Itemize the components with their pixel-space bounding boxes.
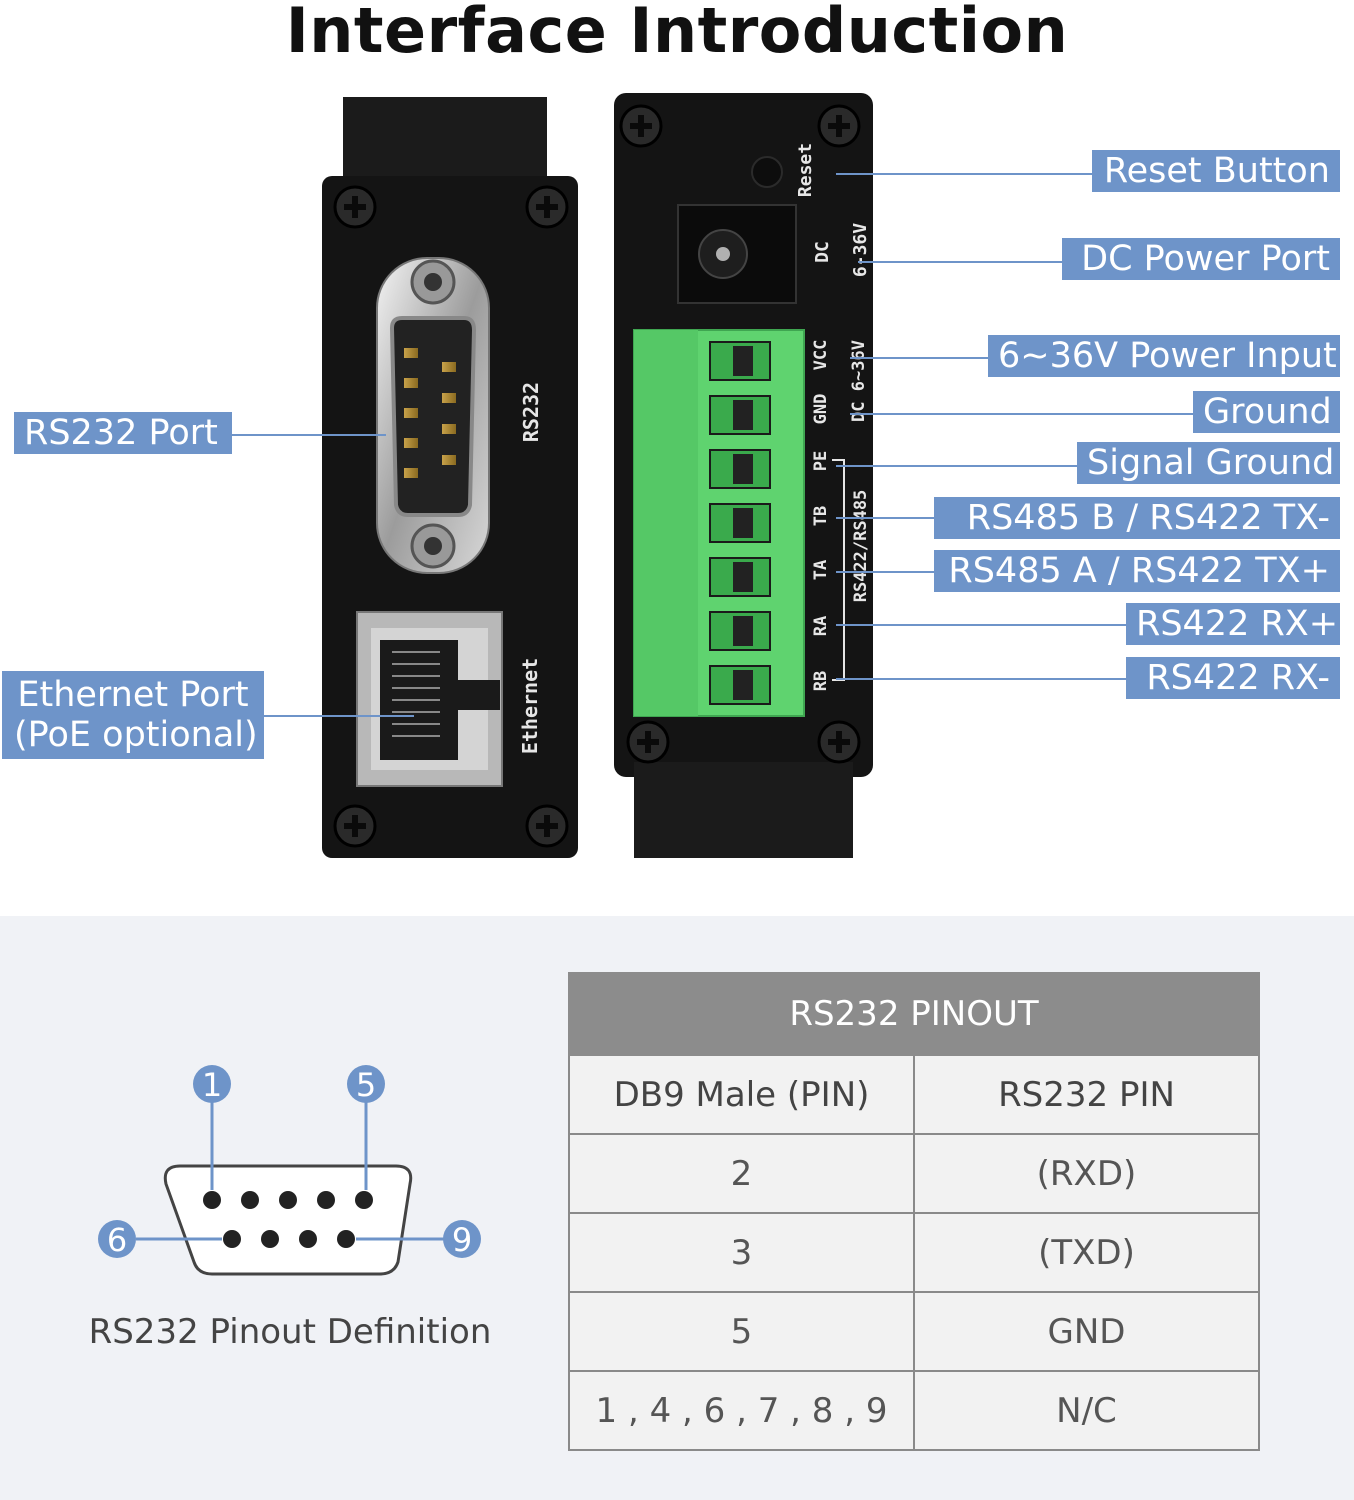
screw-icon <box>333 185 377 229</box>
callout-rs485-b: RS485 B / RS422 TX- <box>934 497 1340 539</box>
table-header-row: DB9 Male (PIN) RS232 PIN <box>568 1054 1260 1135</box>
callout-reset-button: Reset Button <box>1092 150 1340 192</box>
callout-ethernet-port-line1: Ethernet Port <box>17 675 249 715</box>
pin-badge-9: 9 <box>443 1220 481 1259</box>
rb-silkscreen: RB <box>811 671 831 691</box>
column-header: RS232 PIN <box>913 1054 1260 1135</box>
table-cell: 2 <box>568 1133 915 1214</box>
table-cell: 1 , 4 , 6 , 7 , 8 , 9 <box>568 1370 915 1451</box>
dc-range-silkscreen: DC 6~36V <box>849 340 869 422</box>
reset-silkscreen: Reset <box>795 143 816 197</box>
table-row: 2 (RXD) <box>568 1133 1260 1214</box>
right-device: Reset DC 6-36V <box>614 93 873 858</box>
pin-badge-5: 5 <box>347 1065 385 1104</box>
callout-rs422-rx-minus: RS422 RX- <box>1126 657 1340 699</box>
leader-lines <box>232 173 1193 717</box>
table-row: 1 , 4 , 6 , 7 , 8 , 9 N/C <box>568 1370 1260 1451</box>
screw-icon <box>817 720 861 764</box>
callout-dc-power-port: DC Power Port <box>1062 238 1340 280</box>
table-cell: (TXD) <box>913 1212 1260 1293</box>
dc-jack <box>677 204 797 304</box>
callout-rs485-a: RS485 A / RS422 TX+ <box>934 550 1340 592</box>
pin-badge-1: 1 <box>193 1065 231 1104</box>
table-cell: GND <box>913 1291 1260 1372</box>
svg-text:1: 1 <box>202 1066 222 1104</box>
right-device-mount <box>634 762 853 858</box>
svg-text:9: 9 <box>452 1221 472 1259</box>
callout-ethernet-port: Ethernet Port (PoE optional) <box>2 671 264 759</box>
ethernet-jack <box>356 611 503 787</box>
vcc-silkscreen: VCC <box>811 340 831 371</box>
callout-ground: Ground <box>1193 391 1340 433</box>
screw-icon <box>525 185 569 229</box>
callout-signal-ground: Signal Ground <box>1077 442 1340 484</box>
pin-badge-6: 6 <box>98 1220 136 1259</box>
ethernet-silkscreen: Ethernet <box>518 658 542 754</box>
device-diagram: RS232 Ethernet Reset <box>232 93 1193 858</box>
page-title: Interface Introduction <box>285 0 1069 67</box>
svg-text:6: 6 <box>107 1221 127 1259</box>
table-row: 5 GND <box>568 1291 1260 1372</box>
screw-icon <box>525 804 569 848</box>
screw-icon <box>817 104 861 148</box>
pinout-caption: RS232 Pinout Definition <box>88 1312 492 1352</box>
db9-connector <box>376 257 490 574</box>
dc-silkscreen: DC <box>812 241 833 263</box>
left-device: RS232 Ethernet <box>322 97 578 858</box>
ta-silkscreen: TA <box>811 560 831 580</box>
terminal-block <box>633 329 805 717</box>
table-cell: N/C <box>913 1370 1260 1451</box>
db9-pins <box>203 1191 373 1248</box>
db9-pinout-diagram: 1 5 6 9 <box>98 1065 481 1276</box>
gnd-silkscreen: GND <box>811 394 831 425</box>
db9-shell-outline <box>163 1164 413 1276</box>
table-cell: 5 <box>568 1291 915 1372</box>
reset-button-hole <box>751 156 783 188</box>
table-cell: 3 <box>568 1212 915 1293</box>
table-cell: (RXD) <box>913 1133 1260 1214</box>
tb-silkscreen: TB <box>811 506 831 526</box>
pinout-table: RS232 PINOUT DB9 Male (PIN) RS232 PIN 2 … <box>568 972 1260 1451</box>
ra-silkscreen: RA <box>811 616 831 636</box>
callout-power-input: 6~36V Power Input <box>988 335 1340 377</box>
callout-ethernet-port-line2: (PoE optional) <box>14 715 258 755</box>
pe-silkscreen: PE <box>811 451 831 471</box>
table-row: 3 (TXD) <box>568 1212 1260 1293</box>
pin-leader-lines <box>136 1102 444 1241</box>
table-title-row: RS232 PINOUT <box>568 972 1260 1056</box>
rs232-silkscreen: RS232 <box>519 382 543 442</box>
column-header: DB9 Male (PIN) <box>568 1054 915 1135</box>
table-title: RS232 PINOUT <box>568 972 1260 1056</box>
screw-icon <box>333 804 377 848</box>
bus-silkscreen: RS422/RS485 <box>851 490 871 603</box>
screw-icon <box>626 720 670 764</box>
svg-text:5: 5 <box>356 1066 376 1104</box>
screw-icon <box>619 104 663 148</box>
callout-rs232-port: RS232 Port <box>14 412 232 454</box>
dc-voltage-silkscreen: 6-36V <box>850 223 871 277</box>
callout-rs422-rx-plus: RS422 RX+ <box>1126 603 1340 645</box>
